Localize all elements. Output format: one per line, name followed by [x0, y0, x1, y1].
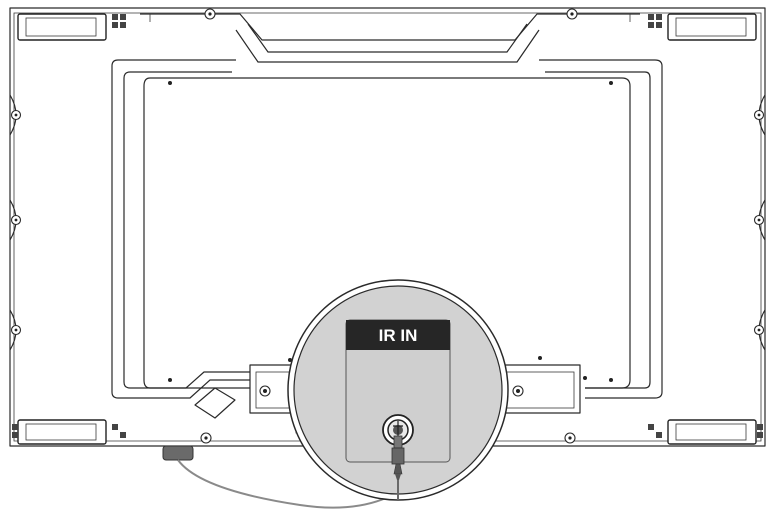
ir-in-label: IR IN [379, 326, 418, 345]
mounting-bracket-icon [17, 13, 757, 445]
ir-in-label-bg [346, 320, 450, 350]
ir-receiver-plug-icon [162, 445, 399, 509]
monitor-back-panel [9, 7, 766, 447]
ir-in-zoom-view: IR IN [287, 279, 509, 501]
corner-pads [12, 14, 763, 438]
screw-hole-icon [10, 8, 765, 444]
ir-in-port-icon [382, 414, 414, 500]
inner-frame [111, 23, 663, 419]
